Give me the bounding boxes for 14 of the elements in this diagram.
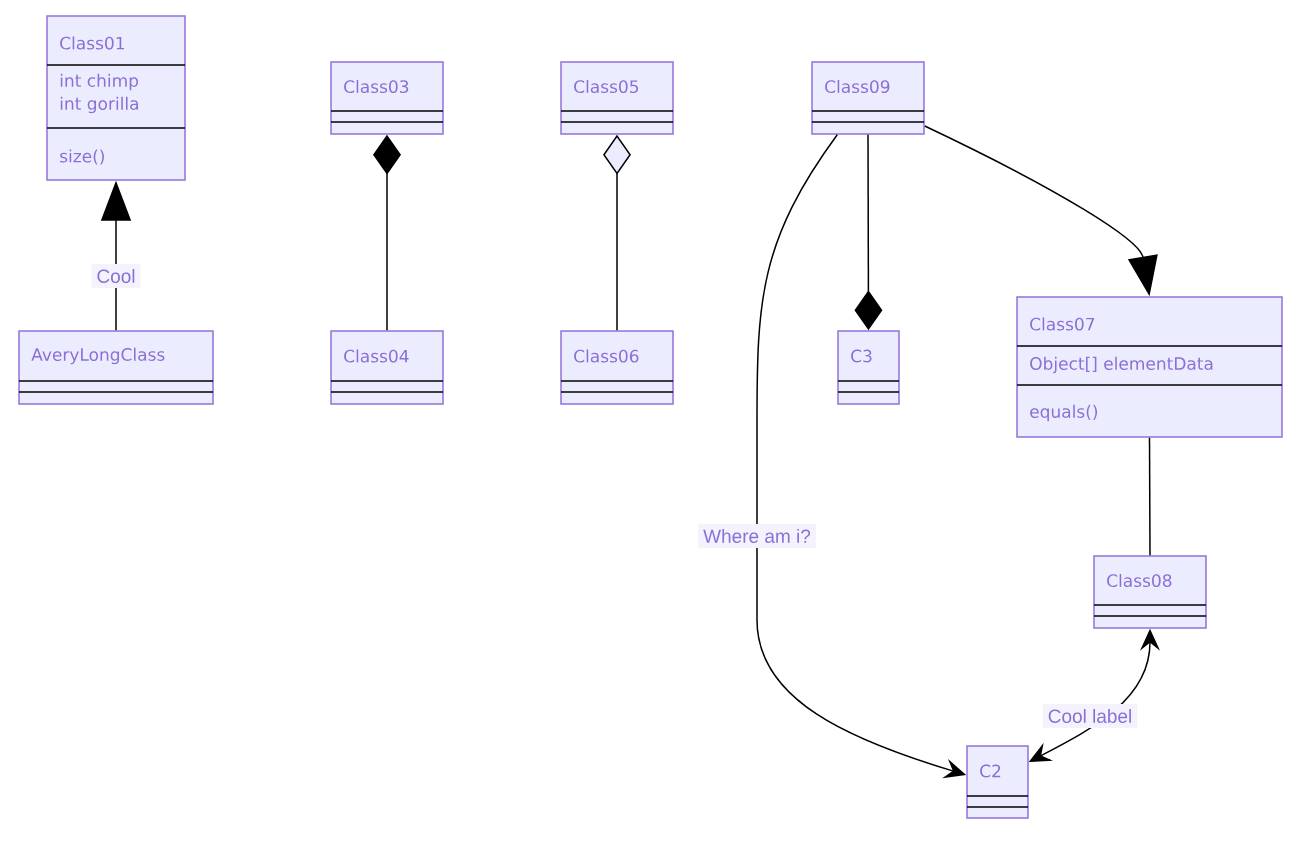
edge-label: Cool label	[1042, 704, 1138, 728]
class-box: Class04	[330, 330, 444, 405]
class-box: C3	[837, 330, 900, 405]
class-box: AveryLongClass	[18, 330, 214, 405]
edge-label: Cool	[91, 264, 141, 288]
class-box: Class08	[1093, 555, 1207, 629]
class-box: Class05	[560, 61, 674, 135]
class-box: Class06	[560, 330, 674, 405]
edge-label: Where am i?	[698, 524, 816, 548]
class-box: C2	[966, 745, 1029, 819]
class-box: Class03	[330, 61, 444, 135]
class-box: Class01 int chimp int gorilla size()	[46, 15, 186, 181]
class-box: Class09	[811, 61, 925, 135]
class-box: Class07 Object[] elementData equals()	[1016, 296, 1283, 438]
